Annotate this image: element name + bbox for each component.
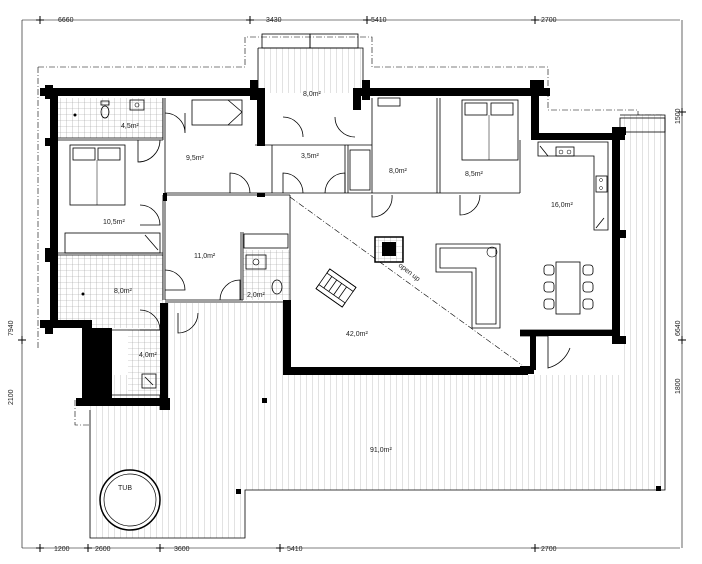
room-label-room-95: 9,5m² — [186, 155, 205, 162]
wardrobe-door-mark — [144, 234, 159, 251]
sauna-stove-mark — [144, 376, 154, 386]
terrace-posts — [236, 398, 661, 494]
dim-bottom-3: 3600 — [174, 546, 190, 553]
open-up-label: open up — [397, 262, 421, 283]
wc-top-fixtures — [73, 99, 145, 119]
room-label-bedroom-left: 10,5m² — [103, 219, 125, 226]
room-label-room-80-top: 8,0m² — [389, 168, 408, 175]
sauna-stove — [141, 373, 157, 389]
tub-label: TUB — [118, 485, 132, 492]
room-label-terrace: 91,0m² — [370, 447, 392, 454]
dim-right-2: 6640 — [675, 320, 682, 336]
room-label-corridor: 11,0m² — [194, 253, 216, 260]
single-bed — [191, 99, 243, 126]
exterior-walls — [50, 88, 625, 408]
dim-right-1: 1500 — [675, 108, 682, 124]
terrace-outline — [89, 47, 666, 539]
wc-small-fixtures — [243, 233, 289, 295]
room-label-wc-small: 2,0m² — [247, 292, 266, 299]
dim-left-2: 2100 — [8, 389, 15, 405]
room-80-fixtures — [349, 97, 401, 191]
terrace-deck — [90, 48, 665, 538]
dim-top-2: 3430 — [266, 17, 282, 24]
dim-left-1: 7940 — [8, 320, 15, 336]
dim-bottom-1: 1200 — [54, 546, 70, 553]
bed-left — [69, 144, 126, 206]
room-label-living: 42,0m² — [346, 331, 368, 338]
dimension-lines — [18, 16, 686, 552]
dim-right-3: 1800 — [675, 378, 682, 394]
sauna-benches — [95, 331, 111, 395]
porch-rails — [261, 33, 666, 133]
floor-drain — [81, 292, 85, 296]
dim-bottom-2: 2600 — [95, 546, 111, 553]
roof-outline — [37, 36, 662, 426]
room-label-kitchen: 16,0m² — [551, 202, 573, 209]
dim-top-4: 2700 — [541, 17, 557, 24]
dimension-top-labels: 6660 3430 5410 2700 — [58, 17, 557, 24]
dimension-right-labels: 1500 6640 1800 — [675, 108, 682, 394]
fireplace — [374, 236, 404, 263]
dim-top-1: 6660 — [58, 17, 74, 24]
door-swings — [137, 112, 571, 369]
room-label-sauna: 4,0m² — [139, 352, 158, 359]
dining-table — [543, 261, 594, 315]
room-label-porch-top: 8,0m² — [303, 91, 322, 98]
dim-bottom-4: 5410 — [287, 546, 303, 553]
room-label-wc-top: 4,5m² — [121, 123, 140, 130]
open-space-line — [289, 196, 523, 366]
room-label-hall-35: 3,5m² — [301, 153, 320, 160]
armchair — [315, 268, 357, 308]
sofa — [435, 243, 501, 329]
bed-right — [461, 99, 519, 161]
dimension-bottom-labels: 1200 2600 3600 5410 2700 — [54, 546, 557, 553]
room-label-sauna-washroom: 8,0m² — [114, 288, 133, 295]
wardrobe — [64, 232, 161, 254]
hot-tub — [99, 469, 161, 531]
room-labels: 4,5m² 10,5m² 9,5m² 8,0m² 3,5m² 8,0m² 8,5… — [103, 91, 573, 454]
dimension-left-labels: 7940 2100 — [8, 320, 15, 405]
tiled-floors — [58, 98, 290, 395]
dim-top-3: 5410 — [371, 17, 387, 24]
dim-bottom-5: 2700 — [541, 546, 557, 553]
log-corners — [40, 80, 626, 410]
room-label-bedroom-right: 8,5m² — [465, 171, 484, 178]
kitchen-counter — [537, 141, 609, 231]
